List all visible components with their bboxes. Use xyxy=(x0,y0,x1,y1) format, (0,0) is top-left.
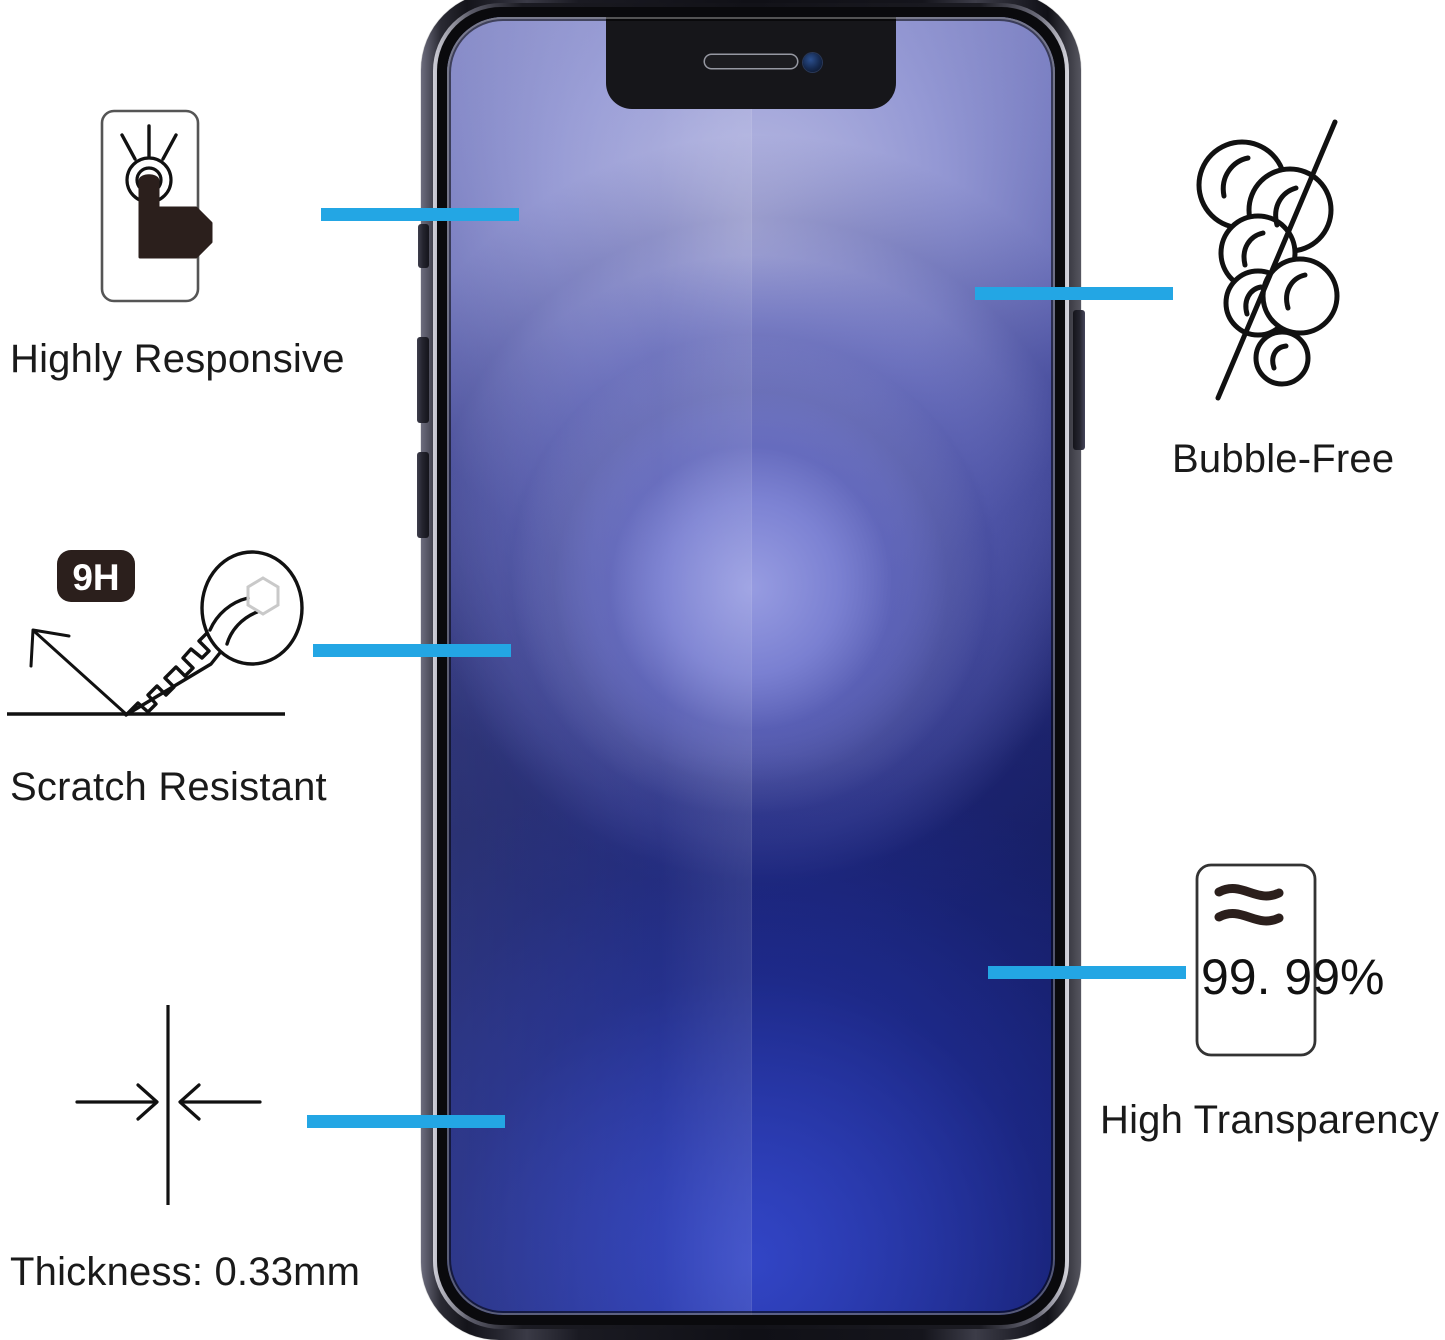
front-camera-icon xyxy=(803,53,822,72)
no-bubbles-icon xyxy=(1185,118,1395,418)
svg-text:9H: 9H xyxy=(72,557,119,598)
phone-device-image xyxy=(417,0,1085,1340)
earpiece-speaker-icon xyxy=(705,55,797,68)
screen-protector-edge-seam xyxy=(751,17,752,1315)
phone-screen xyxy=(447,17,1055,1315)
volume-down-button[interactable] xyxy=(417,452,429,538)
connector-line-scratch-resistant xyxy=(313,644,511,657)
mute-switch-button[interactable] xyxy=(418,224,429,268)
feature-label-highly-responsive: Highly Responsive xyxy=(10,337,345,381)
connector-line-thickness xyxy=(307,1115,505,1128)
feature-label-scratch-resistant: Scratch Resistant xyxy=(10,765,327,809)
key-scratching-surface-icon: 9H xyxy=(5,548,335,733)
volume-up-button[interactable] xyxy=(417,337,429,423)
thickness-arrows-icon xyxy=(60,1005,300,1210)
wallpaper-glow xyxy=(447,17,1055,1315)
transparency-value: 99. 99% xyxy=(1201,949,1384,1005)
feature-label-high-transparency: High Transparency xyxy=(1100,1098,1440,1142)
phone-notch xyxy=(606,17,896,109)
touch-finger-tap-icon xyxy=(95,108,275,308)
connector-line-high-transparency xyxy=(988,966,1186,979)
connector-line-highly-responsive xyxy=(321,208,519,221)
feature-label-bubble-free: Bubble-Free xyxy=(1172,437,1395,481)
feature-label-thickness: Thickness: 0.33mm xyxy=(10,1250,361,1294)
screen-protector-gloss xyxy=(447,17,751,1315)
transparency-screen-icon: 99. 99% xyxy=(1194,862,1384,1062)
connector-line-bubble-free xyxy=(975,287,1173,300)
power-button[interactable] xyxy=(1073,310,1085,450)
